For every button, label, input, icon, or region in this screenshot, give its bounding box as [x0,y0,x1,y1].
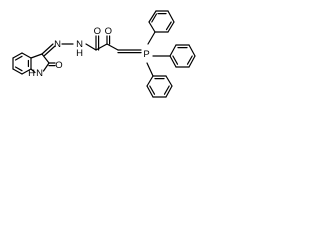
bond [21,52,32,59]
bond [12,52,23,59]
atom-label-h-lactam: H [28,68,35,79]
bond-inner [14,55,23,61]
atom-label-n-hydrazide: N [76,39,83,50]
atom-label-h-hydrazide: H [76,48,83,59]
bond-inner [165,21,172,31]
bond [167,10,175,23]
bond-inner [186,55,193,65]
bond-inner [172,55,179,65]
bond-inner [14,66,23,72]
indolinone-benzene-ring [12,52,32,75]
bond [165,85,173,98]
atom-label-o-lactam: O [55,60,62,71]
bond-c-ch [106,43,119,51]
bond [147,31,156,45]
bonds [12,10,196,98]
bond [146,62,154,77]
bond-n-c [85,43,97,51]
bond-c-n-double [41,43,54,55]
phenyl-ring-top [147,10,175,45]
indolinone-five-ring [30,53,56,74]
bond [169,44,177,57]
bond-inner [163,85,170,95]
bond [148,10,157,23]
bond [30,53,43,59]
bond [146,85,154,98]
chemical-structure: N N H O O O N H P [12,10,196,98]
bond-inner [151,13,158,23]
atom-label-n-imine: N [54,39,61,50]
bond-inner [149,85,156,95]
atom-label-o-amide: O [94,26,101,37]
bond [42,62,50,72]
phenyl-ring-bottom [146,62,173,98]
bond [12,68,23,75]
bond [30,68,36,74]
bond [167,21,175,33]
bond [41,53,50,64]
bond [146,75,154,87]
bond [169,55,177,68]
bond [148,21,156,33]
bond [188,44,196,57]
bond-c-c [95,43,108,51]
bond [188,55,196,68]
atom-label-phosphorus: P [143,49,149,60]
atom-label-o-ketone: O [105,26,112,37]
atom-label-n-lactam: N [36,68,43,79]
atom-labels: N N H O O O N H P [28,26,150,79]
bond-c-n-double-2 [43,45,56,57]
hydrazone-chain [41,35,142,57]
bond [165,75,173,87]
bond [21,68,32,75]
phenyl-ring-right [152,44,196,68]
